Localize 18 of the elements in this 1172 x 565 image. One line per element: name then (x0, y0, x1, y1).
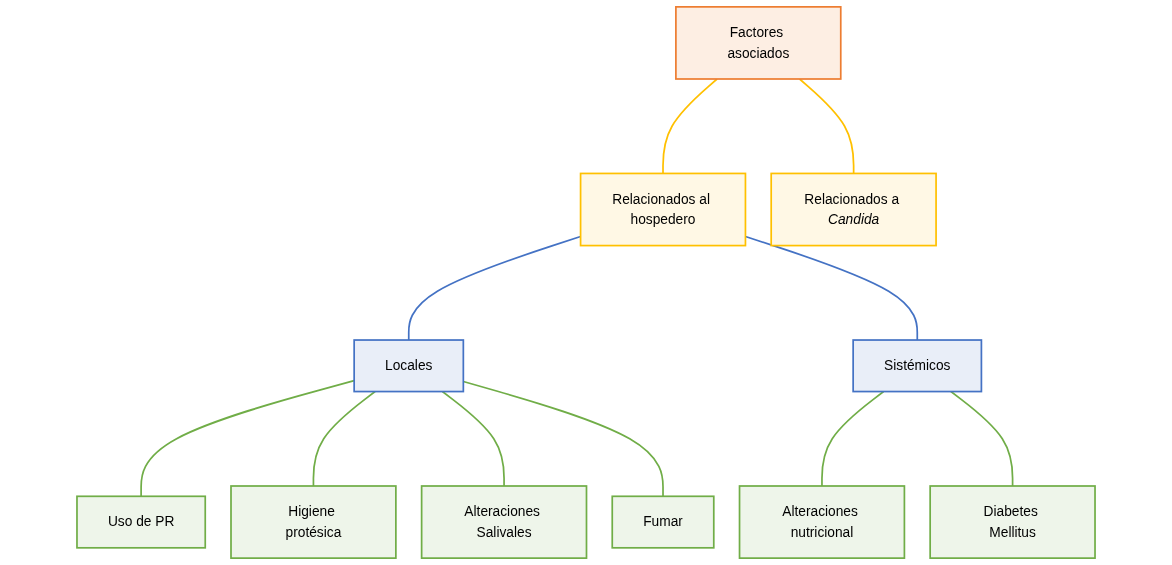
node-box: Diabetes Mellitus (929, 485, 1096, 559)
node-box: Fumar (611, 495, 715, 549)
node-box: Uso de PR (76, 495, 207, 549)
node-box: Alteraciones Salivales (420, 485, 588, 559)
node-box: Higiene protésica (230, 485, 397, 559)
connector (798, 78, 855, 175)
connector (140, 379, 355, 498)
node-box: Relacionados al hospedero (579, 172, 747, 247)
node-box: Relacionados a Candida (770, 172, 937, 247)
node-box: Factores asociados (675, 6, 842, 80)
connector (821, 390, 885, 487)
connector (312, 390, 376, 487)
connector (662, 78, 718, 175)
node-box: Sistémicos (852, 339, 983, 393)
connector (950, 390, 1014, 487)
connector (441, 390, 505, 487)
node-box: Locales (353, 339, 465, 393)
node-box: Alteraciones nutricional (738, 485, 906, 559)
